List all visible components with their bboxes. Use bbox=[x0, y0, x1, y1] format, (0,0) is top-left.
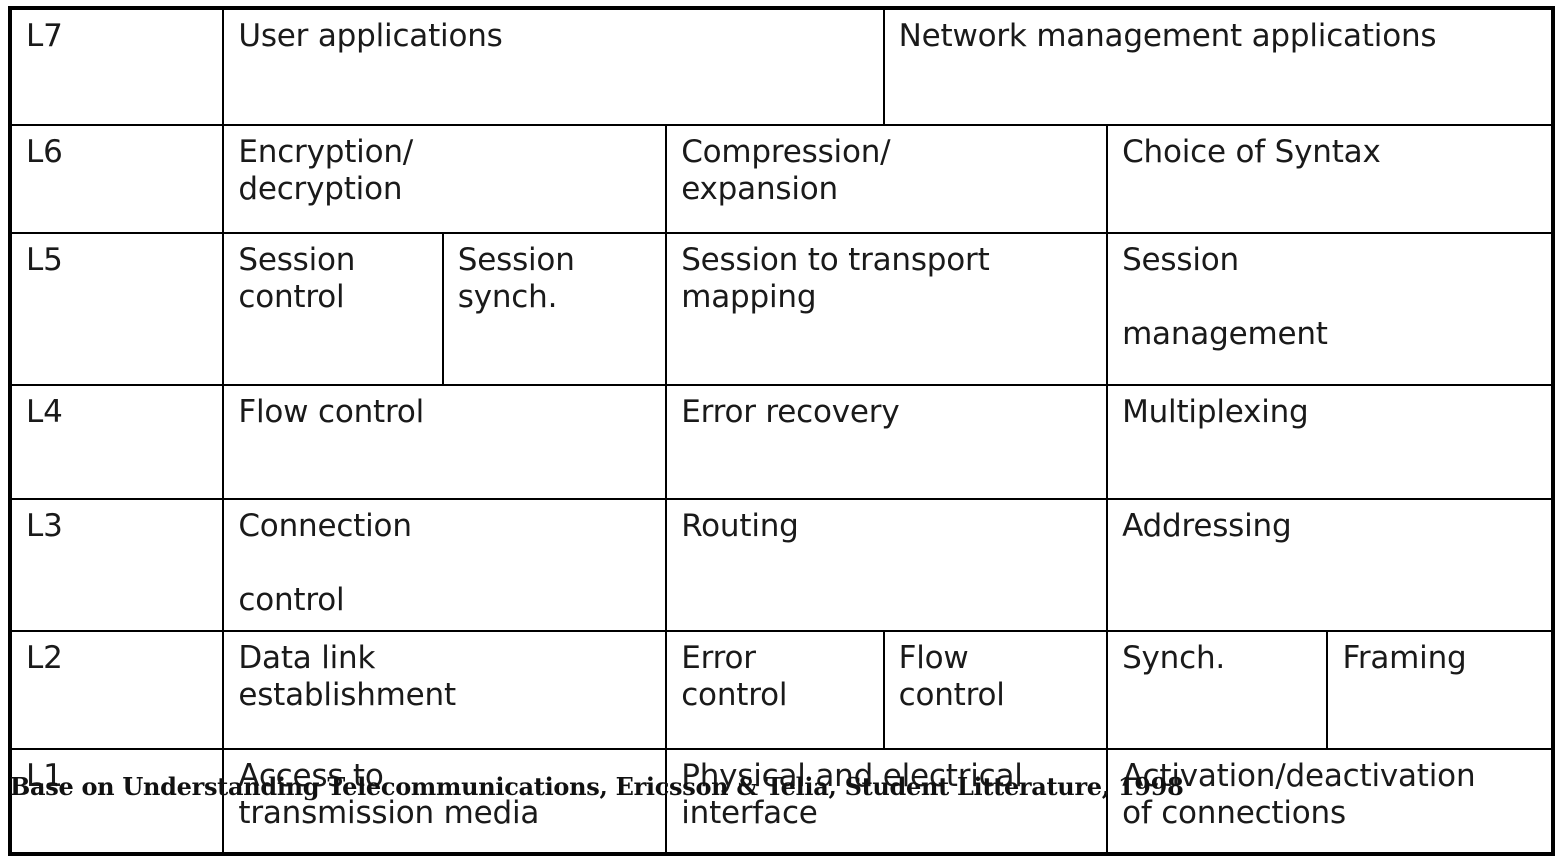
table-row: L6 Encryption/ decryption Compression/ e… bbox=[8, 124, 1554, 234]
osi-layer-functions-table: L7 User applications Network management … bbox=[8, 6, 1555, 856]
cell-l4-1: Error recovery bbox=[665, 384, 1109, 500]
layer-label-l1: L1 bbox=[8, 747, 225, 855]
cell-l3-1: Routing bbox=[665, 498, 1109, 632]
cell-l2-1: Error control bbox=[665, 629, 885, 750]
osi-layers-figure: L7 User applications Network management … bbox=[8, 6, 1555, 856]
cell-l1-1: Physical and electrical interface bbox=[665, 747, 1109, 855]
cell-l7-1: Network management applications bbox=[882, 7, 1555, 126]
cell-l6-0: Encryption/ decryption bbox=[222, 124, 668, 234]
source-caption: Base on Understanding Telecommunications… bbox=[10, 772, 1184, 801]
cell-l2-3: Synch. bbox=[1106, 629, 1329, 750]
table-row: L3 Connection control Routing Addressing bbox=[8, 498, 1554, 632]
table-row: L5 Session control Session synch. Sessio… bbox=[8, 232, 1554, 386]
cell-l2-2: Flow control bbox=[882, 629, 1109, 750]
cell-l6-1: Compression/ expansion bbox=[665, 124, 1109, 234]
layer-label-l5: L5 bbox=[8, 232, 225, 386]
cell-l3-0: Connection control bbox=[222, 498, 668, 632]
cell-l2-4: Framing bbox=[1326, 629, 1554, 750]
layer-label-l2: L2 bbox=[8, 629, 225, 750]
layer-label-l3: L3 bbox=[8, 498, 225, 632]
cell-l5-1: Session synch. bbox=[441, 232, 668, 386]
table-body: L7 User applications Network management … bbox=[8, 7, 1555, 855]
cell-l4-2: Multiplexing bbox=[1106, 384, 1554, 500]
cell-l5-2: Session to transport mapping bbox=[665, 232, 1109, 386]
layer-label-l4: L4 bbox=[8, 384, 225, 500]
cell-l3-2: Addressing bbox=[1106, 498, 1554, 632]
table-row: L2 Data link establishment Error control… bbox=[8, 629, 1554, 750]
cell-l6-2: Choice of Syntax bbox=[1106, 124, 1554, 234]
cell-l7-0: User applications bbox=[222, 7, 885, 126]
layer-label-l7: L7 bbox=[8, 7, 225, 126]
table-row: L1 Access to transmission media Physical… bbox=[8, 747, 1554, 855]
table-row: L7 User applications Network management … bbox=[8, 7, 1555, 126]
table-row: L4 Flow control Error recovery Multiplex… bbox=[8, 384, 1554, 500]
cell-l5-3: Session management bbox=[1106, 232, 1554, 386]
cell-l1-0: Access to transmission media bbox=[222, 747, 668, 855]
cell-l4-0: Flow control bbox=[222, 384, 668, 500]
layer-label-l6: L6 bbox=[8, 124, 225, 234]
cell-l5-0: Session control bbox=[222, 232, 444, 386]
cell-l1-2: Activation/deactivation of connections bbox=[1106, 747, 1554, 855]
cell-l2-0: Data link establishment bbox=[222, 629, 668, 750]
